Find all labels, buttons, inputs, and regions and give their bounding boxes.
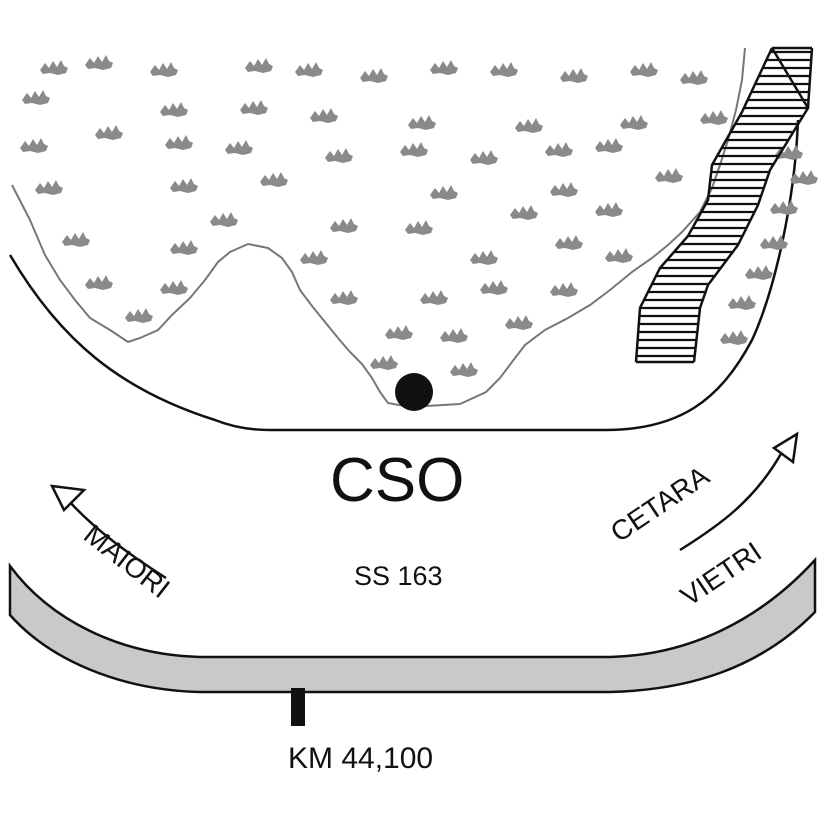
road-label: SS 163 [354, 561, 443, 591]
kilometer-marker-label: KM 44,100 [288, 742, 434, 775]
site-label: CSO [330, 446, 465, 515]
km-post [291, 688, 305, 726]
terrain-boundary [8, 119, 800, 432]
vegetation-edge [11, 47, 746, 409]
direction-arrow-right [679, 431, 799, 552]
direction-arrow-left [49, 484, 167, 580]
outfall-point [395, 373, 433, 411]
road-edge [8, 556, 817, 694]
